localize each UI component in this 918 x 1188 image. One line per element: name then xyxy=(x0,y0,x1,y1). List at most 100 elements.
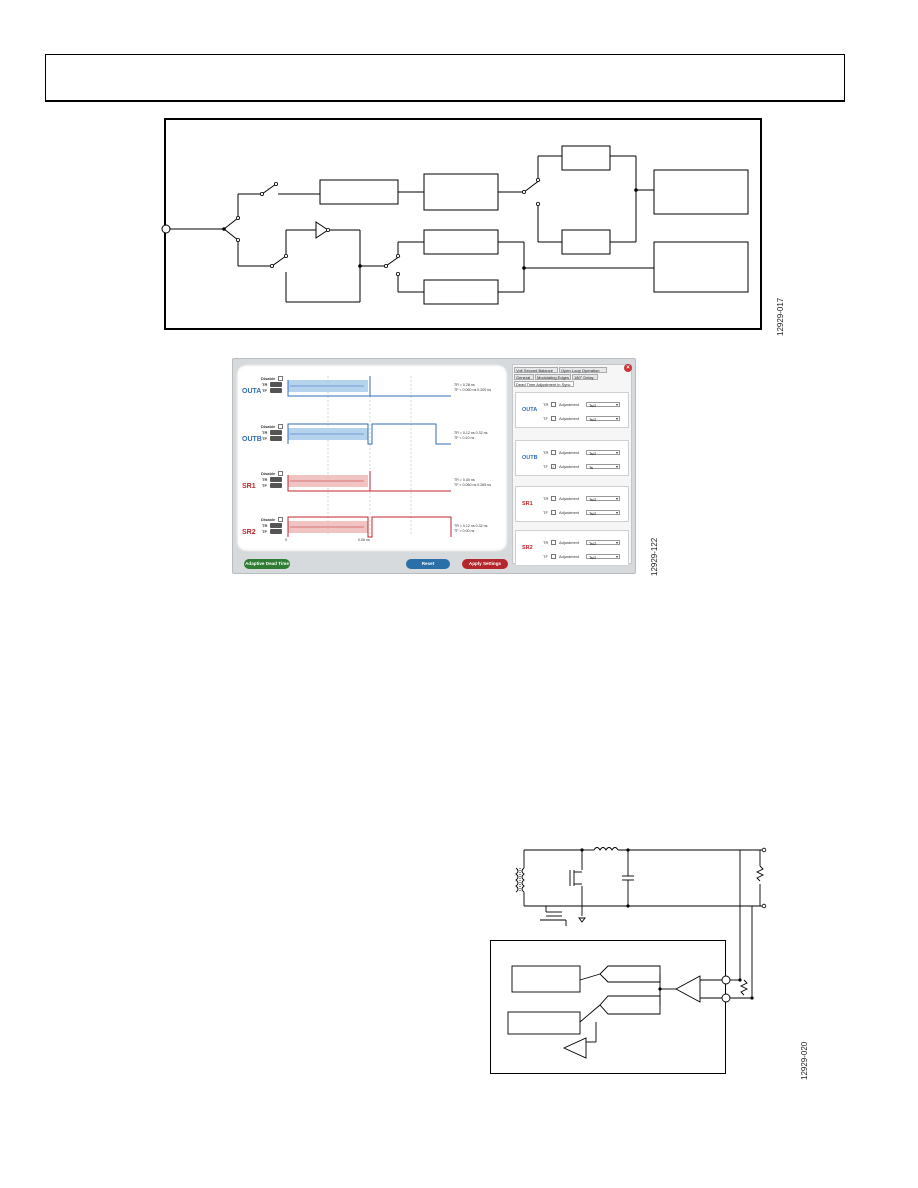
adjustment-select[interactable]: Ts xyxy=(586,464,620,470)
tr-toggle-outb[interactable] xyxy=(270,430,282,435)
controller-ic-frame xyxy=(490,940,726,1074)
tf-toggle-outb[interactable] xyxy=(270,436,282,441)
reset-button[interactable]: Reset xyxy=(406,559,450,569)
tr-label: TR xyxy=(262,430,268,435)
tab-general[interactable]: General xyxy=(514,374,534,380)
tr-readout: TR = 0.00 ns xyxy=(454,478,475,482)
pulse-waveform-sr1 xyxy=(287,471,451,492)
adjustment-select[interactable]: Ts/2 xyxy=(586,540,620,546)
timing-waveforms xyxy=(287,376,452,538)
adjustment-label: Adjustment xyxy=(559,450,580,455)
tr-toggle-sr1[interactable] xyxy=(270,477,282,482)
disable-label: Disable xyxy=(261,517,276,522)
close-icon[interactable]: × xyxy=(624,364,632,372)
tf-readout: TF = 0.060 ns 0.200 ns xyxy=(454,388,492,392)
tab-dead-time-adjustment[interactable]: Dead Time Adjustment in Sync xyxy=(514,381,574,387)
adjustment-checkbox[interactable] xyxy=(551,510,556,515)
edge-label: TR xyxy=(543,450,549,455)
edge-label: TR xyxy=(543,402,549,407)
adjust-group-sr1 xyxy=(515,486,629,522)
adjustment-label: Adjustment xyxy=(559,402,580,407)
adjustment-checkbox[interactable] xyxy=(551,540,556,545)
adjustment-select[interactable]: Ts/2 xyxy=(586,450,620,456)
axis-start-label: 0 xyxy=(285,538,287,542)
adjust-group-label: OUTA xyxy=(522,407,538,413)
edge-label: TF xyxy=(543,416,548,421)
block-8 xyxy=(653,241,749,293)
buffer-triangle xyxy=(315,221,329,239)
adjustment-label: Adjustment xyxy=(559,540,580,545)
adjust-group-label: SR2 xyxy=(522,545,533,551)
adjustment-label: Adjustment xyxy=(559,416,580,421)
tr-label: TR xyxy=(262,477,268,482)
edge-label: TF xyxy=(543,554,548,559)
adjustment-label: Adjustment xyxy=(559,464,580,469)
disable-checkbox-outa[interactable] xyxy=(278,376,283,381)
adjust-group-outa xyxy=(515,392,629,428)
adjustment-select[interactable]: Ts/2 xyxy=(586,416,620,422)
block-5 xyxy=(653,169,749,215)
apply-settings-button[interactable]: Apply Settings xyxy=(462,559,508,569)
figure-id-gui: 12929-122 xyxy=(650,537,659,576)
channel-label-outa: OUTA xyxy=(242,388,262,395)
tf-toggle-sr2[interactable] xyxy=(270,529,282,534)
adjustment-label: Adjustment xyxy=(559,510,580,515)
tr-readout: TR = 0.12 ns 0.32 ns xyxy=(454,524,488,528)
block-6 xyxy=(423,229,499,255)
tf-readout: TF = 0.10 ns xyxy=(454,436,475,440)
pulse-waveform-outb xyxy=(287,423,451,445)
pulse-waveform-sr2 xyxy=(287,516,452,538)
tab-180-delay[interactable]: 180° Delay xyxy=(572,374,598,380)
tr-readout: TR = 0.28 ns xyxy=(454,383,475,387)
pulse-waveform-outa xyxy=(287,376,451,397)
tf-label: TF xyxy=(262,436,267,441)
tab-volt-second-balance[interactable]: Volt Second Balance xyxy=(514,367,558,373)
tf-label: TF xyxy=(262,388,267,393)
edge-label: TF xyxy=(543,464,548,469)
tf-label: TF xyxy=(262,483,267,488)
edge-label: TF xyxy=(543,510,548,515)
adjustment-label: Adjustment xyxy=(559,496,580,501)
disable-label: Disable xyxy=(261,424,276,429)
adjustment-label: Adjustment xyxy=(559,554,580,559)
adjustment-checkbox[interactable] xyxy=(551,416,556,421)
adjustment-checkbox[interactable] xyxy=(551,402,556,407)
disable-label: Disable xyxy=(261,376,276,381)
tab-open-loop-operation[interactable]: Open Loop Operation xyxy=(559,367,607,373)
disable-checkbox-outb[interactable] xyxy=(278,424,283,429)
disable-checkbox-sr2[interactable] xyxy=(278,517,283,522)
tr-toggle-outa[interactable] xyxy=(270,382,282,387)
adjustment-select[interactable]: Ts/2 xyxy=(586,402,620,408)
figure-id-bottom: 12929-020 xyxy=(800,1041,809,1080)
block-diagram-frame xyxy=(164,118,762,330)
adjust-group-label: SR1 xyxy=(522,501,533,507)
figure-id-top: 12929-017 xyxy=(776,297,785,336)
adjustment-checkbox[interactable] xyxy=(551,496,556,501)
adjustment-checkbox[interactable] xyxy=(551,450,556,455)
disable-label: Disable xyxy=(261,471,276,476)
tf-readout: TF = 0.00 ns xyxy=(454,529,475,533)
tf-toggle-sr1[interactable] xyxy=(270,483,282,488)
channel-label-sr2: SR2 xyxy=(242,529,256,536)
tf-readout: TF = 0.060 ns 0.265 ns xyxy=(454,483,492,487)
adjustment-select[interactable]: Ts/2 xyxy=(586,554,620,560)
adaptive-dead-time-button[interactable]: Adaptive Dead Time xyxy=(244,559,290,569)
block-1 xyxy=(319,179,399,205)
adjust-group-sr2 xyxy=(515,530,629,566)
channel-label-outb: OUTB xyxy=(242,436,262,443)
block-7 xyxy=(423,279,499,305)
adjustment-select[interactable]: Ts/2 xyxy=(586,510,620,516)
block-2 xyxy=(423,173,499,211)
adjustment-checkbox[interactable]: ✓ xyxy=(551,464,556,469)
converter-schematic xyxy=(507,847,767,1059)
axis-mid-label: 0.06 ns xyxy=(358,538,370,542)
tr-toggle-sr2[interactable] xyxy=(270,523,282,528)
adjustment-checkbox[interactable] xyxy=(551,554,556,559)
block-3 xyxy=(561,145,611,171)
block-4 xyxy=(561,229,611,255)
tab-modulating-edges[interactable]: Modulating Edges xyxy=(535,374,571,380)
adjustment-select[interactable]: Ts/2 xyxy=(586,496,620,502)
disable-checkbox-sr1[interactable] xyxy=(278,471,283,476)
tf-toggle-outa[interactable] xyxy=(270,388,282,393)
channel-label-sr1: SR1 xyxy=(242,483,256,490)
